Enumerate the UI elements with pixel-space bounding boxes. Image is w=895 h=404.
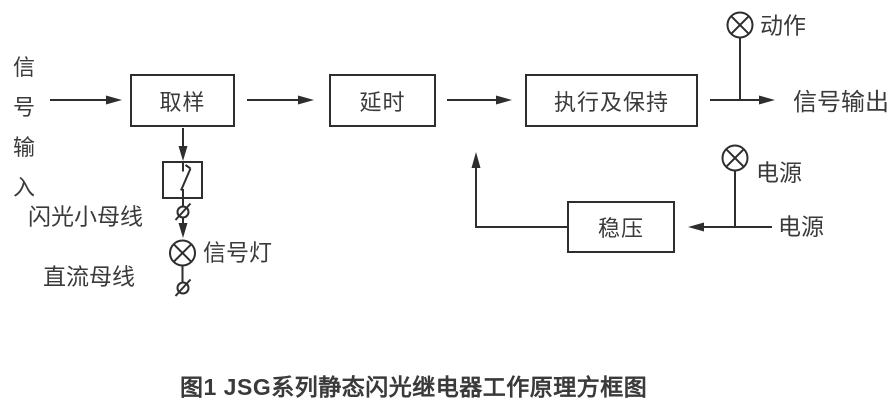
box-execute-hold: 执行及保持 — [525, 74, 698, 127]
connector-terminal-lamp — [178, 218, 188, 238]
box-delay: 延时 — [329, 74, 436, 127]
power-input-label: 电源 — [778, 213, 824, 240]
connector-sampling-delay — [247, 95, 314, 105]
switch-contact-icon — [163, 162, 202, 207]
flash-bus-label: 闪光小母线 — [28, 203, 143, 230]
power-lamp-label: 电源 — [756, 159, 802, 186]
connector-input-arrow — [50, 95, 122, 105]
box-sampling: 取样 — [130, 74, 235, 127]
terminal-upper-icon — [176, 204, 191, 221]
connector-sampling-contact — [178, 128, 188, 161]
signal-lamp-icon — [170, 241, 195, 284]
signal-lamp-label: 信号灯 — [203, 239, 272, 266]
signal-input-char: 入 — [12, 175, 35, 200]
connector-regulator-feedback — [471, 152, 568, 227]
signal-input-label: 信 号 输 入 — [12, 57, 36, 199]
power-lamp-icon — [723, 146, 748, 227]
signal-input-char: 信 — [12, 55, 35, 80]
connector-output-arrow — [710, 95, 775, 105]
signal-input-char: 输 — [12, 135, 35, 160]
action-lamp-icon — [728, 13, 753, 101]
action-lamp-label: 动作 — [760, 12, 806, 39]
box-regulator: 稳压 — [567, 201, 675, 253]
signal-input-char: 号 — [12, 95, 35, 120]
connector-delay-execute — [447, 95, 512, 105]
figure-caption: 图1 JSG系列静态闪光继电器工作原理方框图 — [180, 374, 648, 400]
connector-power-regulator — [688, 222, 772, 232]
dc-bus-label: 直流母线 — [43, 263, 135, 290]
terminal-lower-icon — [176, 280, 191, 297]
signal-output-label: 信号输出 — [793, 89, 889, 116]
